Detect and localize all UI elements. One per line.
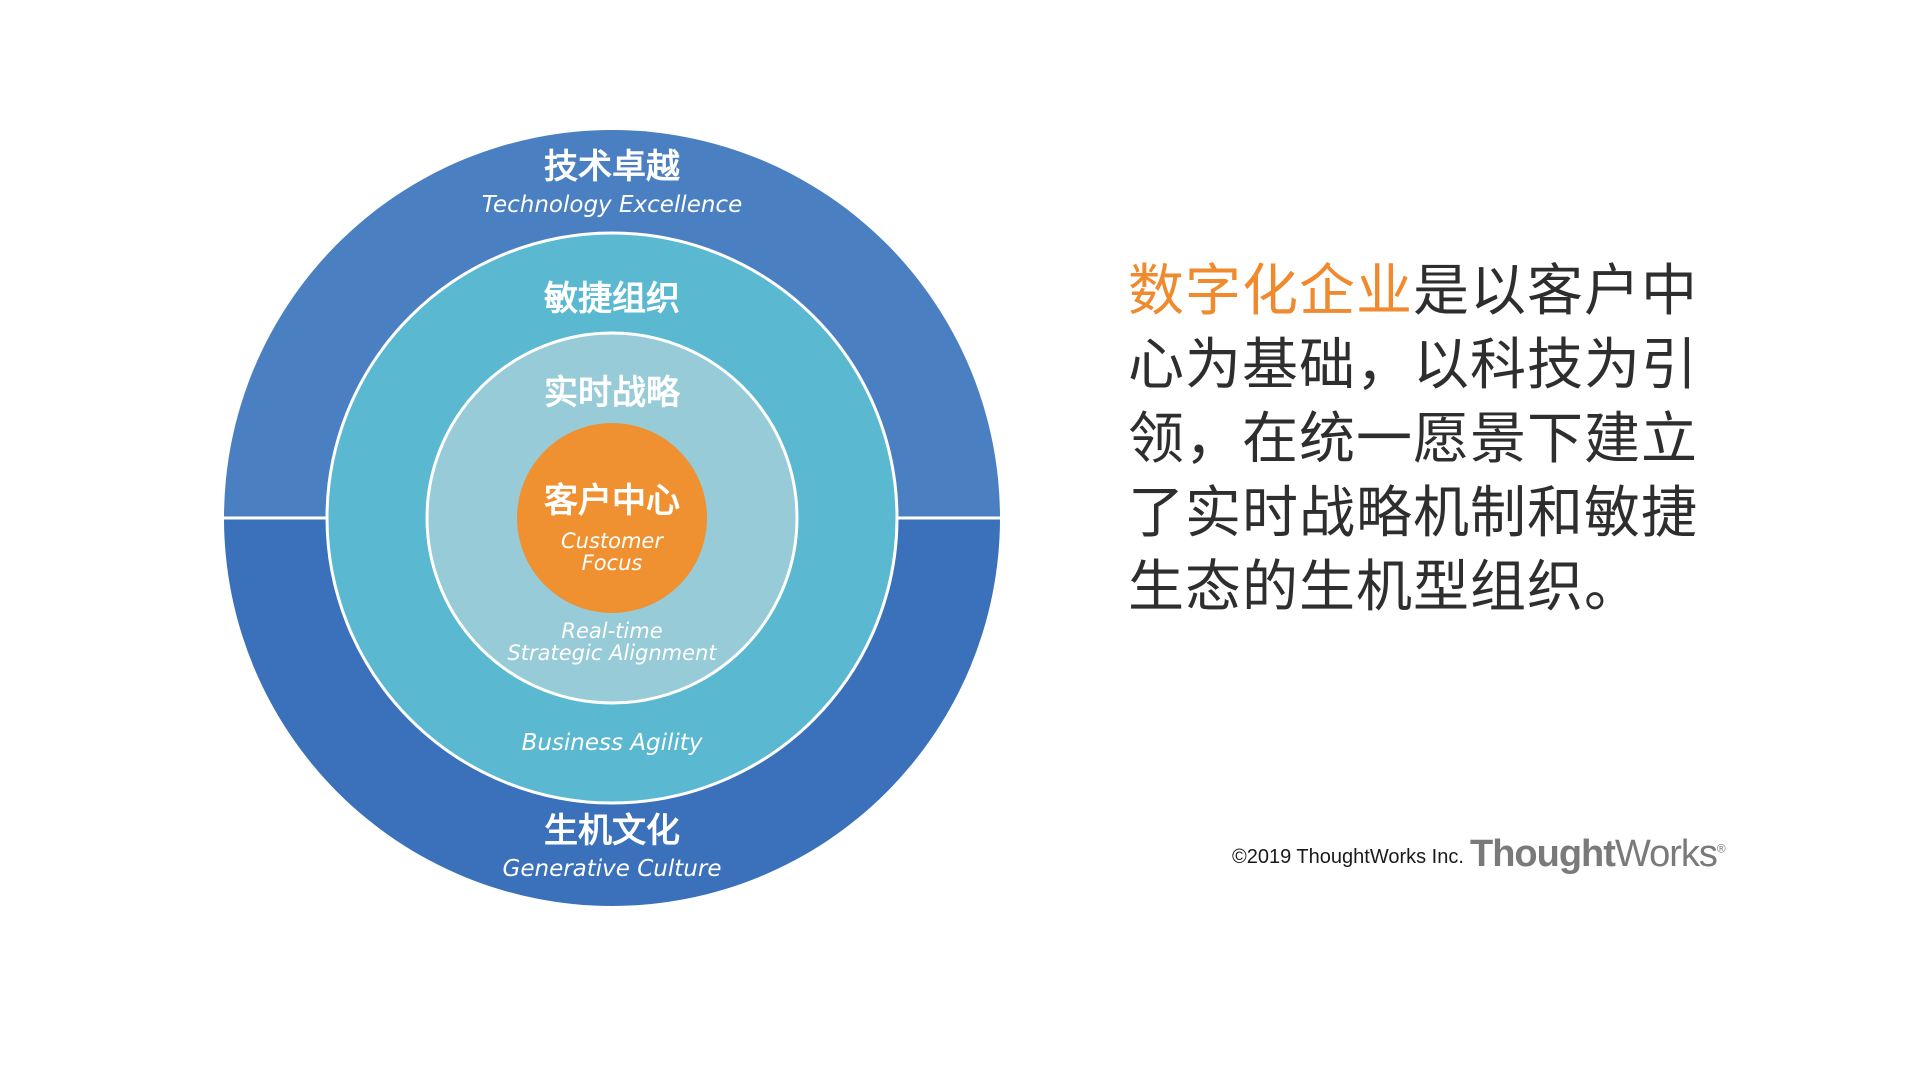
inner-ring-title-en-line2: Strategic Alignment — [507, 641, 717, 665]
inner-ring-title-cn: 实时战略 — [544, 373, 681, 413]
outer-ring-bottom-title-cn: 生机文化 — [544, 811, 680, 851]
statement-text: 数字化企业是以客户中心为基础，以科技为引领，在统一愿景下建立了实时战略机制和敏捷… — [1128, 255, 1728, 625]
middle-ring-title-cn: 敏捷组织 — [544, 279, 680, 319]
statement-body: 是以客户中心为基础，以科技为引领，在统一愿景下建立了实时战略机制和敏捷生态的生机… — [1128, 259, 1698, 620]
statement-highlight: 数字化企业 — [1128, 259, 1413, 324]
logo-part-works: Works — [1614, 833, 1718, 875]
outer-ring-bottom-title-en: Generative Culture — [503, 856, 722, 882]
outer-ring-title-en: Technology Excellence — [482, 192, 742, 218]
registered-mark-icon: ® — [1716, 841, 1726, 856]
core-title-en-line2: Focus — [582, 551, 643, 575]
inner-ring-title-en-line1: Real-time — [561, 619, 662, 643]
core-title-en-line1: Customer — [561, 529, 664, 553]
copyright-notice: ©2019 ThoughtWorks Inc. — [1232, 846, 1464, 868]
concentric-rings-diagram: 技术卓越 Technology Excellence 敏捷组织 Business… — [224, 130, 1000, 906]
thoughtworks-logo: ThoughtWorks® — [1470, 833, 1726, 876]
outer-ring-title-cn: 技术卓越 — [544, 147, 681, 187]
middle-ring-title-en: Business Agility — [522, 730, 703, 756]
logo-part-thought: Thought — [1470, 833, 1616, 875]
core-title-cn: 客户中心 — [544, 481, 680, 521]
core-circle — [517, 423, 707, 613]
